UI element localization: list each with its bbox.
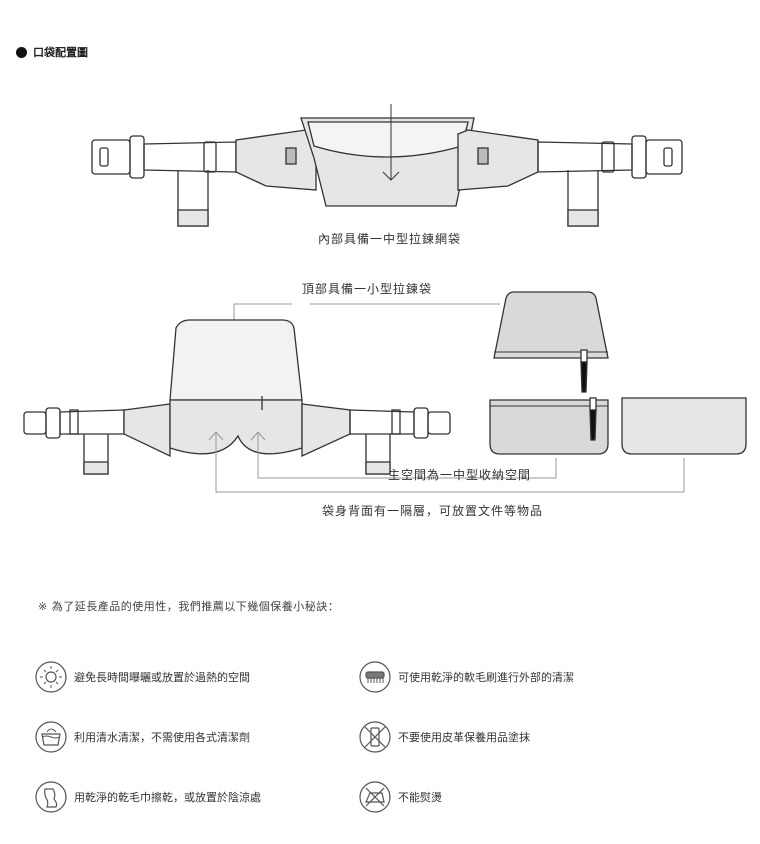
main-compartment-exploded xyxy=(489,399,609,455)
diagram-pocket-layout xyxy=(23,291,747,493)
care-text: 不能熨燙 xyxy=(398,791,442,804)
sun-icon xyxy=(35,661,67,693)
left-strap xyxy=(143,141,237,173)
care-item: 用乾淨的乾毛巾擦乾，或放置於陰涼處 xyxy=(34,780,261,814)
care-item: 不要使用皮革保養用品塗抹 xyxy=(358,720,530,754)
top-pocket-exploded xyxy=(493,291,609,359)
no-leather-care-icon xyxy=(359,721,391,753)
right-buckle xyxy=(645,139,683,175)
care-text: 避免長時間曝曬或放置於過熱的空間 xyxy=(74,671,250,684)
towel-dry-icon xyxy=(35,781,67,813)
bag-wing-left xyxy=(235,129,317,191)
caption-main-compartment: 主空間為一中型收納空間 xyxy=(388,468,532,482)
no-iron-icon xyxy=(359,781,391,813)
brush-icon xyxy=(359,661,391,693)
back-compartment-exploded xyxy=(621,397,747,455)
zipper-pull xyxy=(580,361,588,393)
caption-back-compartment: 袋身背面有一隔層，可放置文件等物品 xyxy=(322,504,544,518)
care-item: 利用清水清潔，不需使用各式清潔劑 xyxy=(34,720,250,754)
care-text: 可使用乾淨的軟毛刷進行外部的清潔 xyxy=(398,671,574,684)
care-item: 不能熨燙 xyxy=(358,780,442,814)
hand-wash-icon xyxy=(35,721,67,753)
bag-wing-right xyxy=(457,129,539,191)
care-item: 避免長時間曝曬或放置於過熱的空間 xyxy=(34,660,250,694)
filled-circle-icon xyxy=(16,46,27,58)
care-text: 利用清水清潔，不需使用各式清潔劑 xyxy=(74,731,250,744)
care-note: ※ 為了延長產品的使用性，我們推薦以下幾個保養小秘訣： xyxy=(38,600,340,613)
care-text: 用乾淨的乾毛巾擦乾，或放置於陰涼處 xyxy=(74,791,261,804)
section-header: 口袋配置圖 xyxy=(16,44,88,60)
care-text: 不要使用皮革保養用品塗抹 xyxy=(398,731,530,744)
left-buckle xyxy=(91,139,131,175)
caption-internal-mesh: 內部具備一中型拉鍊網袋 xyxy=(318,232,462,246)
main-compartment xyxy=(169,399,303,455)
care-item: 可使用乾淨的軟毛刷進行外部的清潔 xyxy=(358,660,574,694)
top-zip-pocket xyxy=(169,319,303,401)
caption-top-pocket: 頂部具備一小型拉鍊袋 xyxy=(302,282,433,296)
right-strap xyxy=(537,141,633,173)
diagram-internal-mesh-pocket xyxy=(91,104,683,227)
section-title: 口袋配置圖 xyxy=(33,46,88,59)
